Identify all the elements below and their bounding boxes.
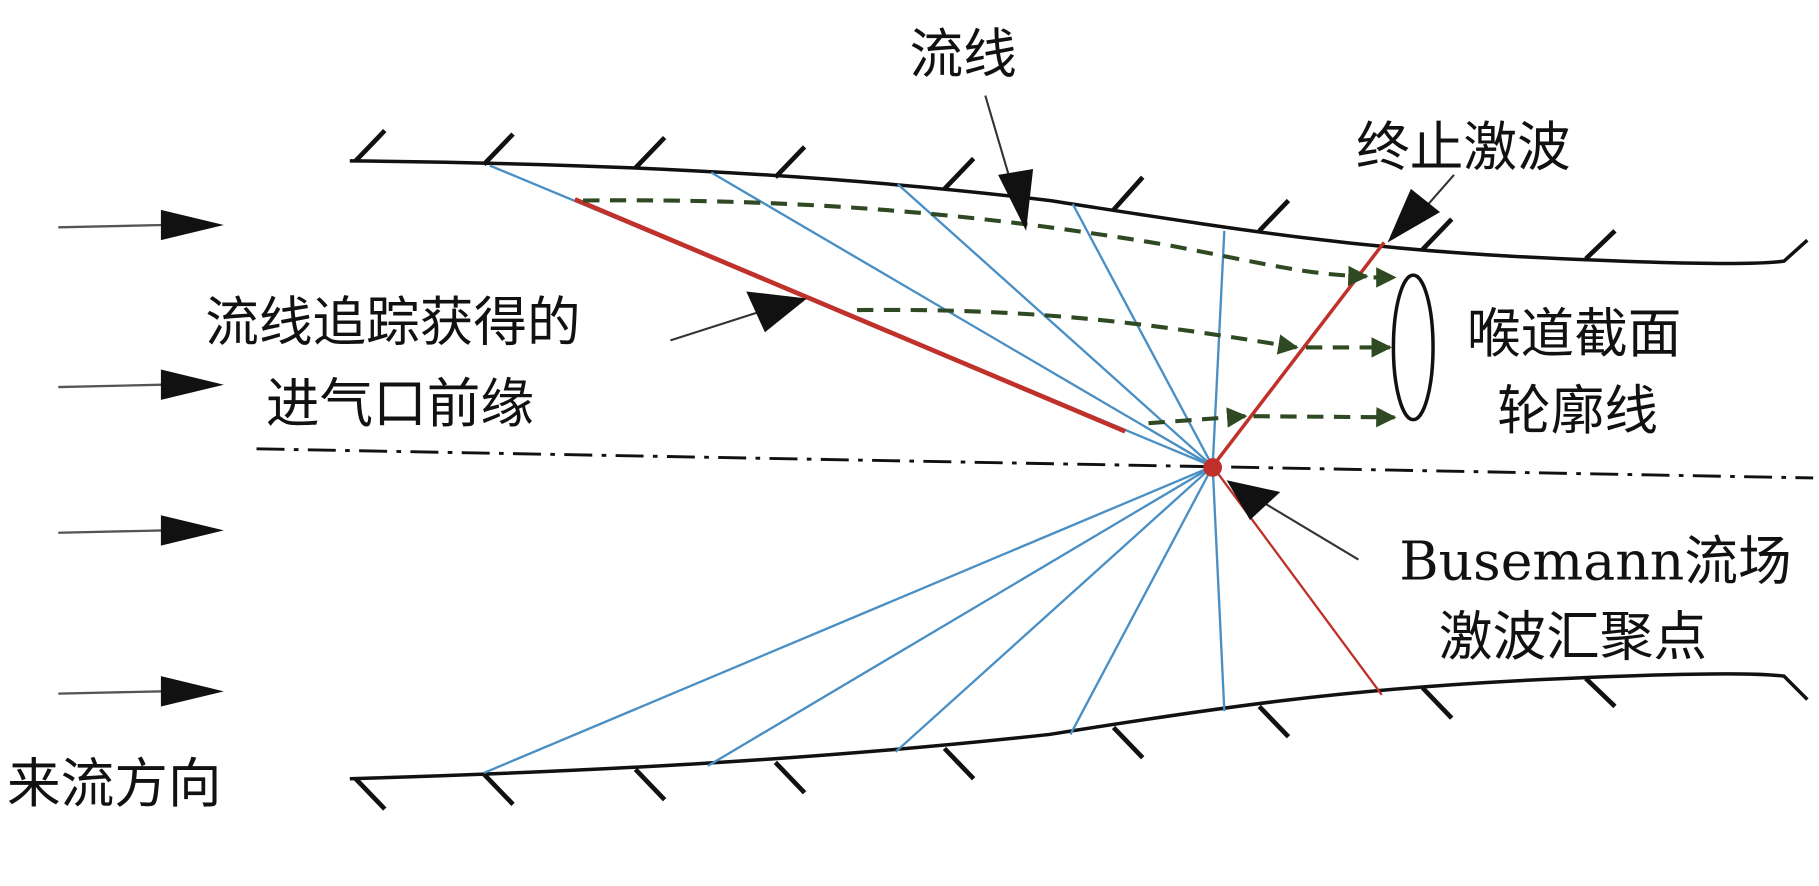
reflected-shock <box>1211 465 1383 696</box>
label-leading-edge-1: 流线追踪获得的 <box>205 290 580 353</box>
upper-wall <box>349 159 1809 266</box>
label-throat-1: 喉道截面 <box>1467 302 1682 365</box>
label-pointers <box>670 95 1455 561</box>
upper-wall-hatches <box>353 128 1617 261</box>
label-streamline: 流线 <box>910 22 1017 85</box>
lower-wall <box>349 671 1809 781</box>
label-focus-1: Busemann流场 <box>1399 529 1791 592</box>
throat-cross-section <box>1391 273 1435 422</box>
centerline <box>256 447 1814 480</box>
shock-focus-point <box>1203 458 1222 477</box>
label-inflow: 来流方向 <box>7 752 222 815</box>
streamlines <box>582 198 1397 428</box>
label-leading-edge-2: 进气口前缘 <box>266 372 534 435</box>
lower-wall-hatches <box>353 676 1617 811</box>
characteristic-lines <box>483 164 1226 774</box>
inlet-leading-edge <box>573 197 1127 434</box>
label-throat-2: 轮廓线 <box>1497 379 1658 442</box>
label-terminal-shock: 终止激波 <box>1356 116 1571 179</box>
label-focus-2: 激波汇聚点 <box>1439 605 1707 668</box>
inflow-arrows <box>58 209 224 707</box>
